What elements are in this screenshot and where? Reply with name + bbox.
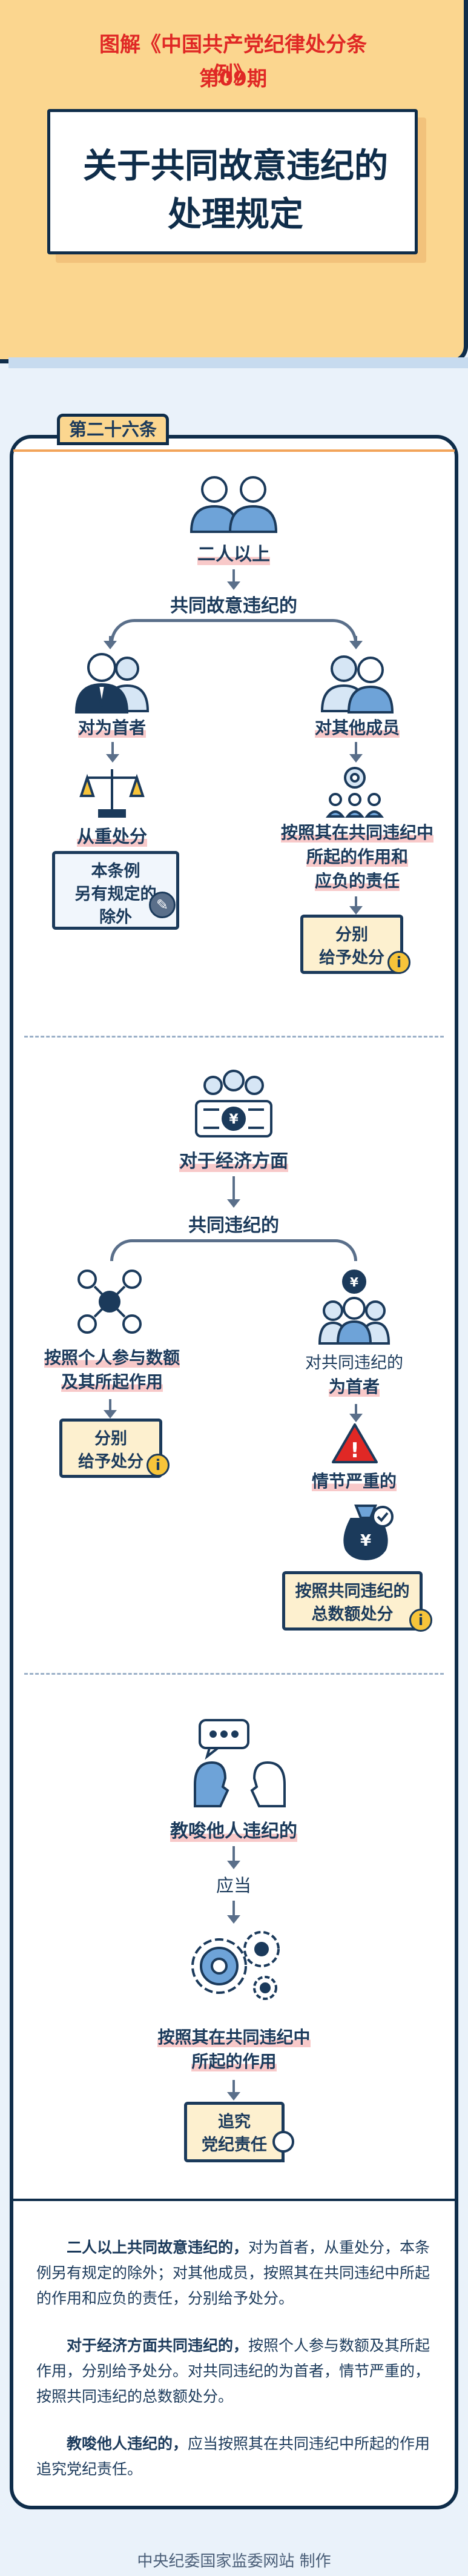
p1-right-note-line: 给予处分 [319, 949, 384, 967]
info-icon: i [387, 951, 410, 974]
p2-left-result-line: 及其所起作用 [61, 1372, 163, 1392]
p1-arrow-right [349, 636, 363, 649]
p2-branch-lines [110, 1239, 357, 1261]
p2-left-result: 按照个人参与数额 及其所起作用 [24, 1346, 200, 1394]
p2-top-label: 对于经济方面 [179, 1151, 288, 1172]
series-title: 图解《中国共产党纪律处分条例》 [99, 33, 367, 87]
leader-icon [74, 653, 150, 714]
p3-result-line: 按照其在共同违纪中 [157, 2027, 311, 2047]
p1-branch-label: 共同故意违纪的 [170, 595, 297, 617]
p1-right-result: 按照其在共同违纪中 所起的作用和 应负的责任 [266, 821, 448, 893]
summary-bold: 二人以上共同故意违纪的， [67, 2239, 249, 2256]
p1-left-role: 对为首者 [77, 718, 146, 738]
p1-arrow-left [104, 636, 117, 649]
network-people-icon [77, 1270, 142, 1334]
p1-right-result-line: 所起的作用和 [306, 847, 408, 867]
p1-right-note: 分别 给予处分 [300, 915, 403, 974]
p2-left-note-line: 给予处分 [78, 1452, 143, 1471]
issue-number: 第09期 [199, 67, 267, 90]
summary-bold: 对于经济方面共同违纪的， [67, 2337, 249, 2354]
team-gear-icon [325, 767, 384, 818]
p3-note-line: 追究 [218, 2113, 251, 2131]
divider-2 [24, 1673, 444, 1675]
p2-right-condition: 情节严重的 [311, 1471, 397, 1491]
economic-group-icon: ¥ [195, 1070, 272, 1137]
p1-arrow-right-2 [349, 742, 363, 763]
p2-left-note: 分别 给予处分 [59, 1419, 162, 1478]
p2-branch-label: 共同违纪的 [188, 1215, 279, 1236]
info-icon: i [147, 1454, 170, 1477]
yen-glyph: ¥ [229, 1112, 239, 1127]
title-line-1: 关于共同故意违纪的 [83, 147, 388, 186]
info-icon: i [409, 1609, 432, 1632]
p2-arrow-right [349, 1404, 363, 1422]
p3-mid-label: 应当 [216, 1875, 251, 1896]
p2-right-note-line: 总数额处分 [311, 1605, 394, 1624]
members-icon [320, 655, 394, 714]
p2-right-note-line: 按照共同违纪的 [295, 1582, 410, 1601]
card-top-rule [13, 449, 455, 452]
pencil-icon: ✎ [149, 892, 176, 918]
p3-note: 追究 党纪责任 [184, 2102, 285, 2162]
p1-left-note-line: 另有规定的 [74, 885, 157, 904]
p1-left-note: 本条例 另有规定的 除外 [52, 851, 179, 930]
p3-result: 按照其在共同违纪中 所起的作用 [121, 2025, 347, 2074]
instigate-icon [194, 1719, 286, 1807]
p3-arrow-1 [227, 1846, 240, 1869]
summary-rule [10, 2199, 458, 2201]
two-people-icon [190, 476, 278, 533]
p1-right-result-line: 应负的责任 [314, 871, 400, 891]
p1-right-role: 对其他成员 [314, 718, 400, 738]
p3-result-line: 所起的作用 [191, 2051, 277, 2071]
summary-paragraph: 二人以上共同故意违纪的，对为首者，从重处分，本条例另有规定的除外；对其他成员，按… [36, 2235, 432, 2311]
summary-bold: 教唆他人违纪的， [67, 2435, 188, 2452]
p2-left-note-line: 分别 [94, 1429, 127, 1448]
divider-1 [24, 1036, 444, 1038]
summary-paragraph: 教唆他人违纪的，应当按照其在共同违纪中所起的作用追究党纪责任。 [36, 2431, 432, 2482]
p1-left-note-line: 除外 [99, 908, 132, 927]
article-tab: 第二十六条 [57, 414, 169, 445]
yen-glyph: ¥ [360, 1532, 371, 1550]
money-leader-icon: ¥ [318, 1270, 391, 1345]
p3-note-line: 党纪责任 [202, 2136, 267, 2154]
p1-top-label: 二人以上 [197, 544, 270, 565]
p2-left-result-line: 按照个人参与数额 [44, 1348, 180, 1368]
summary-body: 对为首者，从重处分，本条例另有规定的除外；对其他成员，按照其在共同违纪中所起的作… [36, 2239, 430, 2307]
summary-paragraph: 对于经济方面共同违纪的，按照个人参与数额及其所起作用，分别给予处分。对共同违纪的… [36, 2333, 432, 2409]
p1-branch-lines [110, 619, 357, 643]
scale-icon [79, 769, 145, 818]
warning-glyph: ! [350, 1439, 360, 1463]
summary-body: 按照个人参与数额及其所起作用，分别给予处分。对共同违纪的为首者，情节严重的，按照… [36, 2337, 430, 2405]
summary-text: 二人以上共同故意违纪的，对为首者，从重处分，本条例另有规定的除外；对其他成员，按… [36, 2235, 432, 2504]
p3-top-label: 教唆他人违纪的 [170, 1821, 297, 1842]
warning-icon: ! [332, 1423, 378, 1463]
title-box: 关于共同故意违纪的 处理规定 [47, 109, 418, 254]
p1-arrow-right-3 [349, 896, 363, 915]
yen-glyph: ¥ [350, 1275, 358, 1290]
p1-right-result-line: 按照其在共同违纪中 [280, 823, 433, 843]
footer-credit: 中央纪委国家监委网站 制作 [137, 2552, 331, 2571]
p3-arrow-2 [227, 1901, 240, 1924]
p2-right-text: 对共同违纪的 [305, 1354, 403, 1372]
p1-right-note-line: 分别 [335, 925, 368, 944]
p1-left-note-line: 本条例 [91, 862, 140, 881]
p3-arrow-3 [227, 2080, 240, 2101]
p2-right-role: 为首者 [328, 1377, 380, 1397]
p1-arrow-1 [227, 569, 240, 590]
summary-body: 应当按照其在共同违纪中所起的作用追究党纪责任。 [36, 2435, 430, 2478]
p2-arrow-1 [227, 1176, 240, 1208]
p1-arrow-left-2 [106, 742, 119, 763]
money-bag-icon: ¥ [343, 1505, 394, 1561]
gears-icon [191, 1931, 280, 2000]
title-line-2: 处理规定 [168, 195, 303, 234]
p2-arrow-left [104, 1399, 117, 1419]
magnifier-icon [272, 2131, 294, 2162]
header-shadow [8, 357, 468, 368]
p1-left-result: 从重处分 [76, 826, 147, 847]
page-title: 关于共同故意违纪的 处理规定 [50, 142, 421, 239]
p2-right-note: 按照共同违纪的 总数额处分 [282, 1571, 423, 1631]
